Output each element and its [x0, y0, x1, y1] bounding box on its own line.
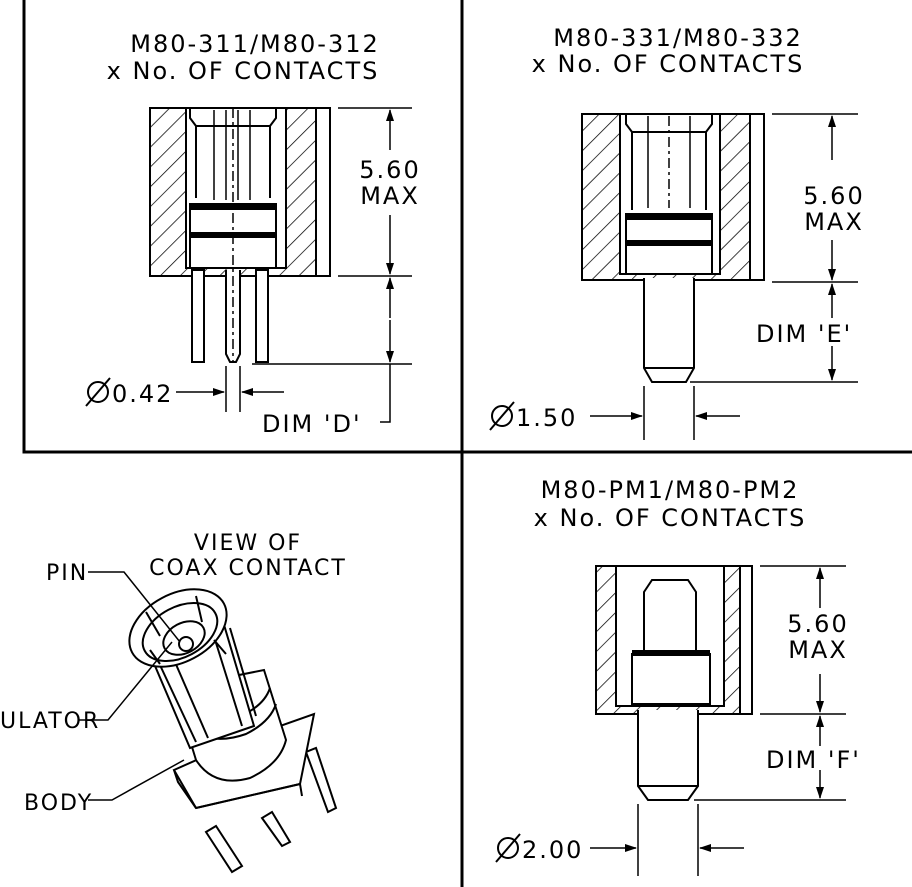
dim-label: DIM 'E'	[756, 320, 852, 348]
panel-m80-331: M80-331/M80-332 x No. OF CONTACTS	[489, 24, 864, 440]
height-value: 5.60	[787, 610, 848, 638]
drawing-frame	[22, 0, 912, 887]
diameter-dimension: 2.00	[495, 804, 744, 876]
view-title-line1: VIEW OF	[194, 531, 302, 556]
leaders: PIN ULATOR BODY	[0, 561, 185, 816]
height-dimension: 5.60 MAX DIM 'D'	[252, 107, 420, 438]
height-dimension: 5.60 MAX DIM 'E'	[690, 113, 864, 383]
height-suffix: MAX	[804, 208, 864, 236]
pin	[643, 278, 695, 383]
diameter-value: 0.42	[112, 380, 173, 408]
label-body: BODY	[24, 791, 93, 816]
dim-label: DIM 'F'	[766, 746, 861, 774]
panel-title-line2: x No. OF CONTACTS	[532, 50, 805, 78]
pin-head	[616, 579, 724, 707]
label-pin: PIN	[46, 561, 88, 586]
panel-coax-view: VIEW OF COAX CONTACT	[0, 531, 347, 874]
panel-title-line1: M80-311/M80-312	[130, 30, 380, 58]
coax-contact-illustration	[128, 588, 338, 874]
diameter-dimension: 1.50	[489, 386, 740, 440]
diameter-value: 1.50	[516, 404, 577, 432]
height-dimension: 5.60 MAX DIM 'F'	[694, 565, 861, 801]
panel-title-line1: M80-331/M80-332	[553, 24, 803, 52]
height-suffix: MAX	[360, 182, 420, 210]
diameter-value: 2.00	[522, 836, 583, 864]
pins	[191, 108, 269, 363]
diameter-dimension: 0.42	[85, 366, 284, 412]
panel-title-line2: x No. OF CONTACTS	[107, 57, 380, 85]
panel-title-line2: x No. OF CONTACTS	[534, 504, 807, 532]
dim-label: DIM 'D'	[262, 410, 362, 438]
height-value: 5.60	[803, 182, 864, 210]
contact-socket	[620, 114, 720, 275]
panel-m80-311: M80-311/M80-312 x No. OF CONTACTS	[85, 30, 420, 438]
pin	[637, 710, 699, 801]
height-suffix: MAX	[788, 636, 848, 664]
label-insulator: ULATOR	[0, 709, 100, 734]
view-title-line2: COAX CONTACT	[149, 556, 347, 581]
panel-title-line1: M80-PM1/M80-PM2	[541, 476, 800, 504]
height-value: 5.60	[359, 156, 420, 184]
panel-m80-pm1: M80-PM1/M80-PM2 x No. OF CONTACTS 5.60	[495, 476, 861, 876]
